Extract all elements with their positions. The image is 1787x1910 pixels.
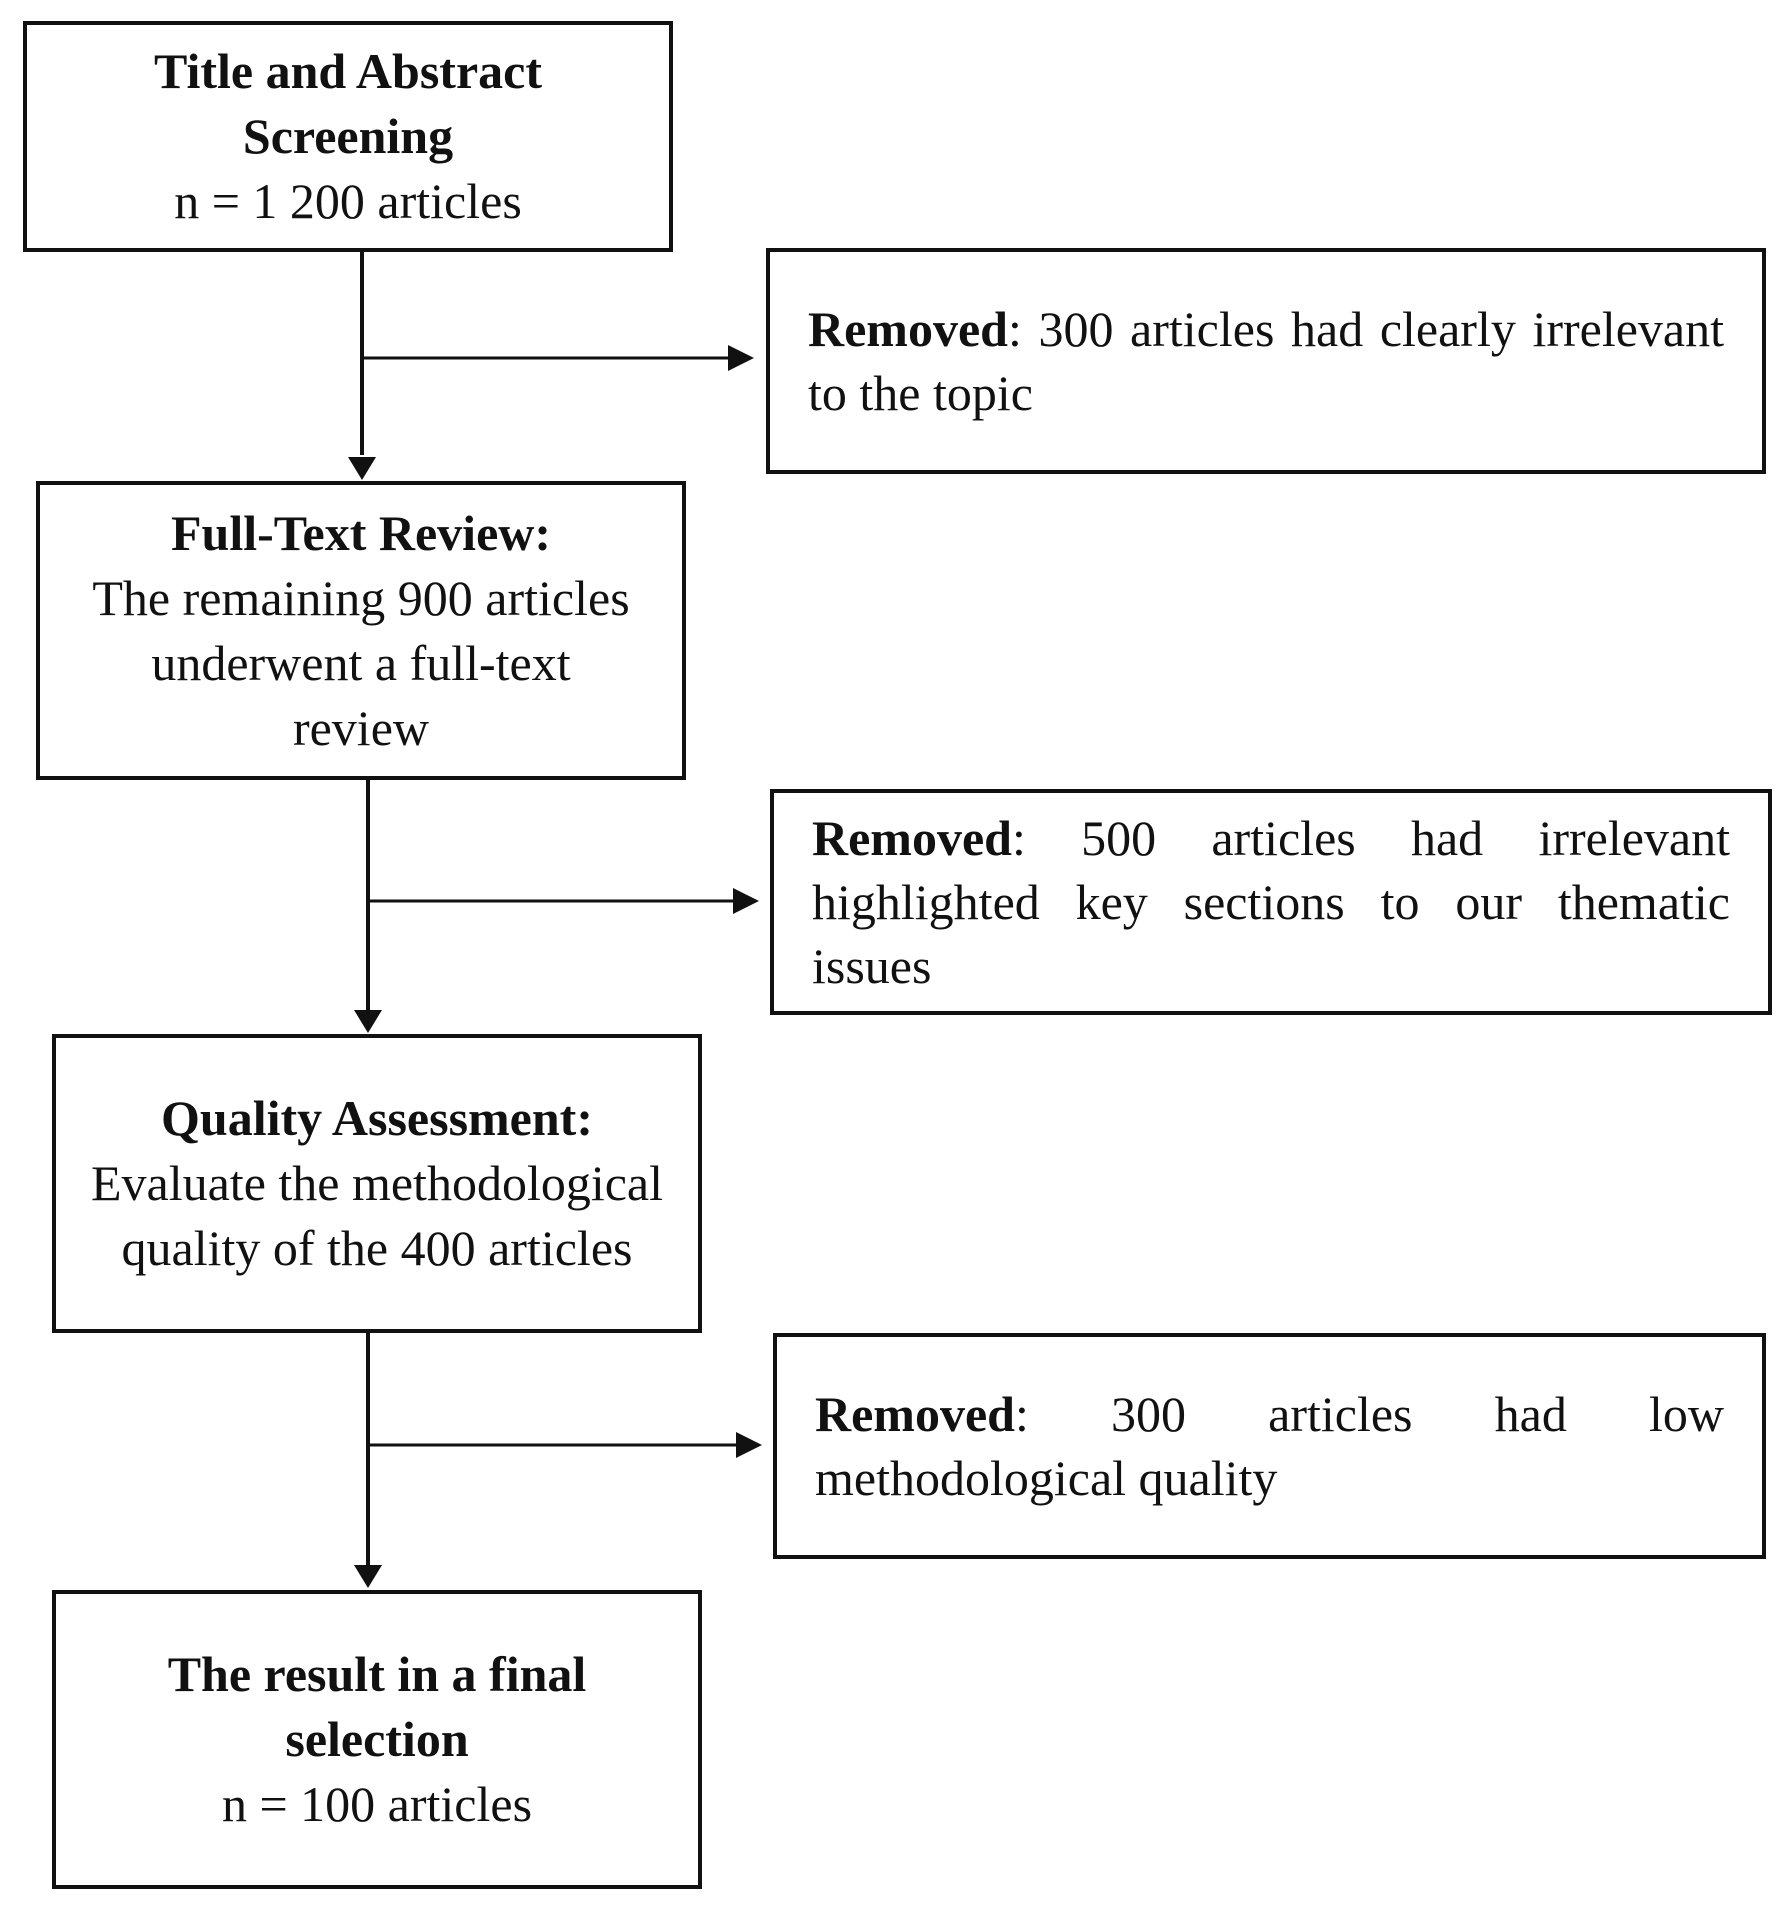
removal-text: Removed: 300 articles had low methodolog…: [815, 1382, 1724, 1510]
removal-box-quality: Removed: 300 articles had low methodolog…: [773, 1333, 1766, 1559]
arrowhead-stage2: [348, 457, 376, 480]
arrowhead-removal3: [736, 1432, 762, 1458]
removal-label: Removed: [808, 301, 1008, 357]
stage-box-full-text-review: Full-Text Review: The remaining 900 arti…: [36, 481, 686, 780]
stage-title: Quality Assessment:: [161, 1090, 593, 1146]
removal-label: Removed: [815, 1386, 1015, 1442]
removal-detail: : 300 articles had clearly irrelevant to…: [808, 301, 1724, 421]
stage-title: Title and Abstract Screening: [154, 43, 542, 164]
stage-detail: The remaining 900 articles underwent a f…: [92, 569, 630, 756]
stage-title: Full-Text Review:: [170, 504, 552, 561]
arrowhead-stage4: [354, 1565, 382, 1588]
stage-detail: n = 100 articles: [221, 1776, 533, 1832]
stage-title: The result in a final selection: [167, 1646, 587, 1767]
stage-detail: n = 1 200 articles: [174, 173, 522, 229]
removal-detail: : 300 articles had low methodological qu…: [815, 1386, 1724, 1506]
removal-text: Removed: 500 articles had irrelevant hig…: [812, 806, 1730, 998]
removal-text: Removed: 300 articles had clearly irrele…: [808, 297, 1724, 425]
removal-label: Removed: [812, 810, 1012, 866]
removal-box-screening: Removed: 300 articles had clearly irrele…: [766, 248, 1766, 474]
removal-detail: : 500 articles had irrelevant highlighte…: [812, 810, 1730, 994]
arrowhead-removal1: [728, 345, 754, 371]
stage-box-screening: Title and Abstract Screening n = 1 200 a…: [23, 21, 673, 252]
stage-detail: Evaluate the methodological quality of t…: [90, 1155, 664, 1276]
stage-box-quality-assessment: Quality Assessment: Evaluate the methodo…: [52, 1034, 702, 1333]
removal-box-full-text: Removed: 500 articles had irrelevant hig…: [770, 789, 1772, 1015]
arrowhead-removal2: [733, 888, 759, 914]
stage-box-final-selection: The result in a final selection n = 100 …: [52, 1590, 702, 1889]
arrowhead-stage3: [354, 1010, 382, 1033]
